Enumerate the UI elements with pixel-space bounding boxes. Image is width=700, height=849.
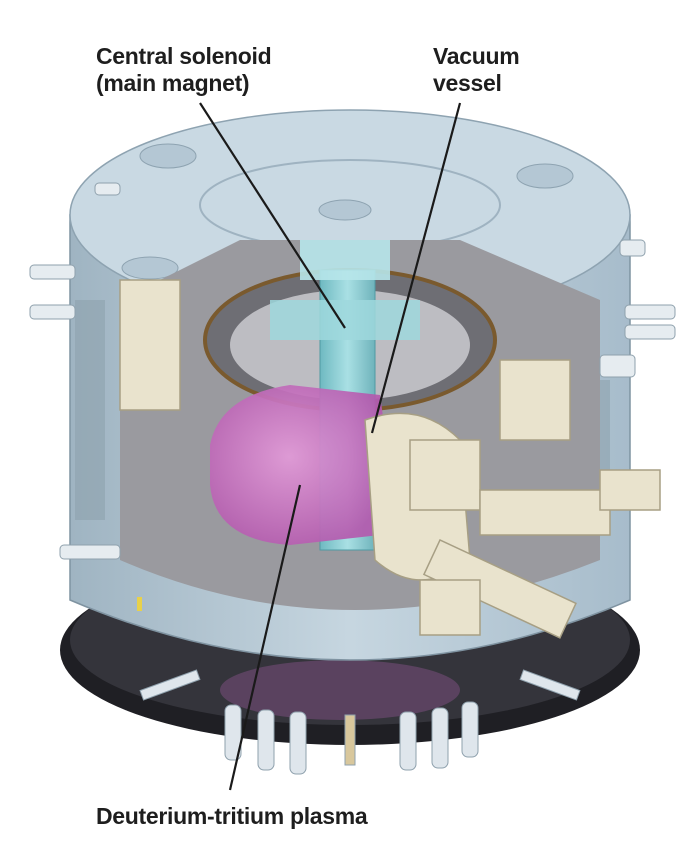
label-line: Vacuum — [433, 43, 520, 69]
leader-lines — [199, 102, 462, 791]
label-line: Deuterium-tritium plasma — [96, 803, 368, 829]
bottom-pipes — [139, 669, 581, 775]
label-line: vessel — [433, 70, 502, 96]
label-line: Central solenoid — [96, 43, 272, 69]
label-plasma: Deuterium-tritium plasma — [96, 803, 368, 830]
human-figure — [137, 597, 142, 611]
vacuum-vessel — [119, 279, 661, 639]
side-pipes — [29, 182, 676, 560]
label-vacuum-vessel: Vacuum vessel — [433, 43, 520, 97]
label-central-solenoid: Central solenoid (main magnet) — [96, 43, 272, 97]
plasma — [210, 385, 386, 545]
label-line: (main magnet) — [96, 70, 250, 96]
